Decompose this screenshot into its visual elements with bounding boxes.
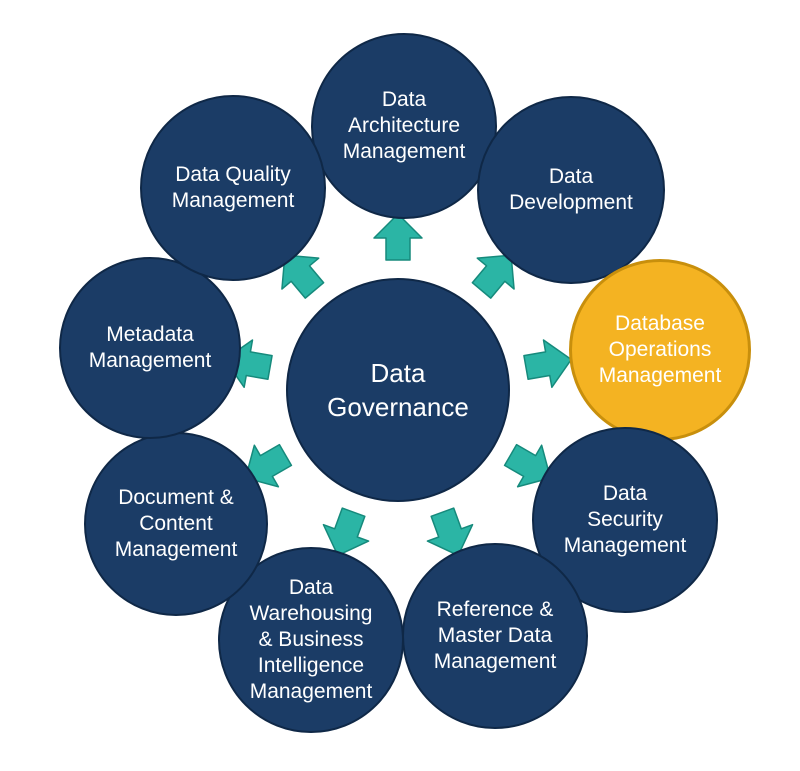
- arrow-down-left-icon: [322, 507, 370, 557]
- arrow-up-icon: [373, 213, 423, 261]
- node-database-operations-management: Database Operations Management: [569, 259, 751, 441]
- node-data-quality-management: Data Quality Management: [140, 95, 326, 281]
- arrow-upper-right-icon: [471, 254, 515, 299]
- node-data-architecture-management: Data Architecture Management: [311, 33, 497, 219]
- arrow-upper-left-icon: [281, 254, 325, 299]
- node-document-content-management: Document & Content Management: [84, 432, 268, 616]
- node-data-development: Data Development: [477, 96, 665, 284]
- center-label: Data Governance: [327, 358, 469, 422]
- arrow-down-right-icon: [426, 507, 474, 557]
- node-data-security-management: Data Security Management: [532, 427, 718, 613]
- node-reference-master-data-management: Reference & Master Data Management: [402, 543, 588, 729]
- center-node-data-governance: Data Governance: [286, 278, 510, 502]
- arrow-lower-right-icon: [503, 443, 552, 488]
- node-metadata-management: Metadata Management: [59, 257, 241, 439]
- arrow-lower-left-icon: [244, 443, 293, 488]
- arrow-right-icon: [523, 339, 573, 389]
